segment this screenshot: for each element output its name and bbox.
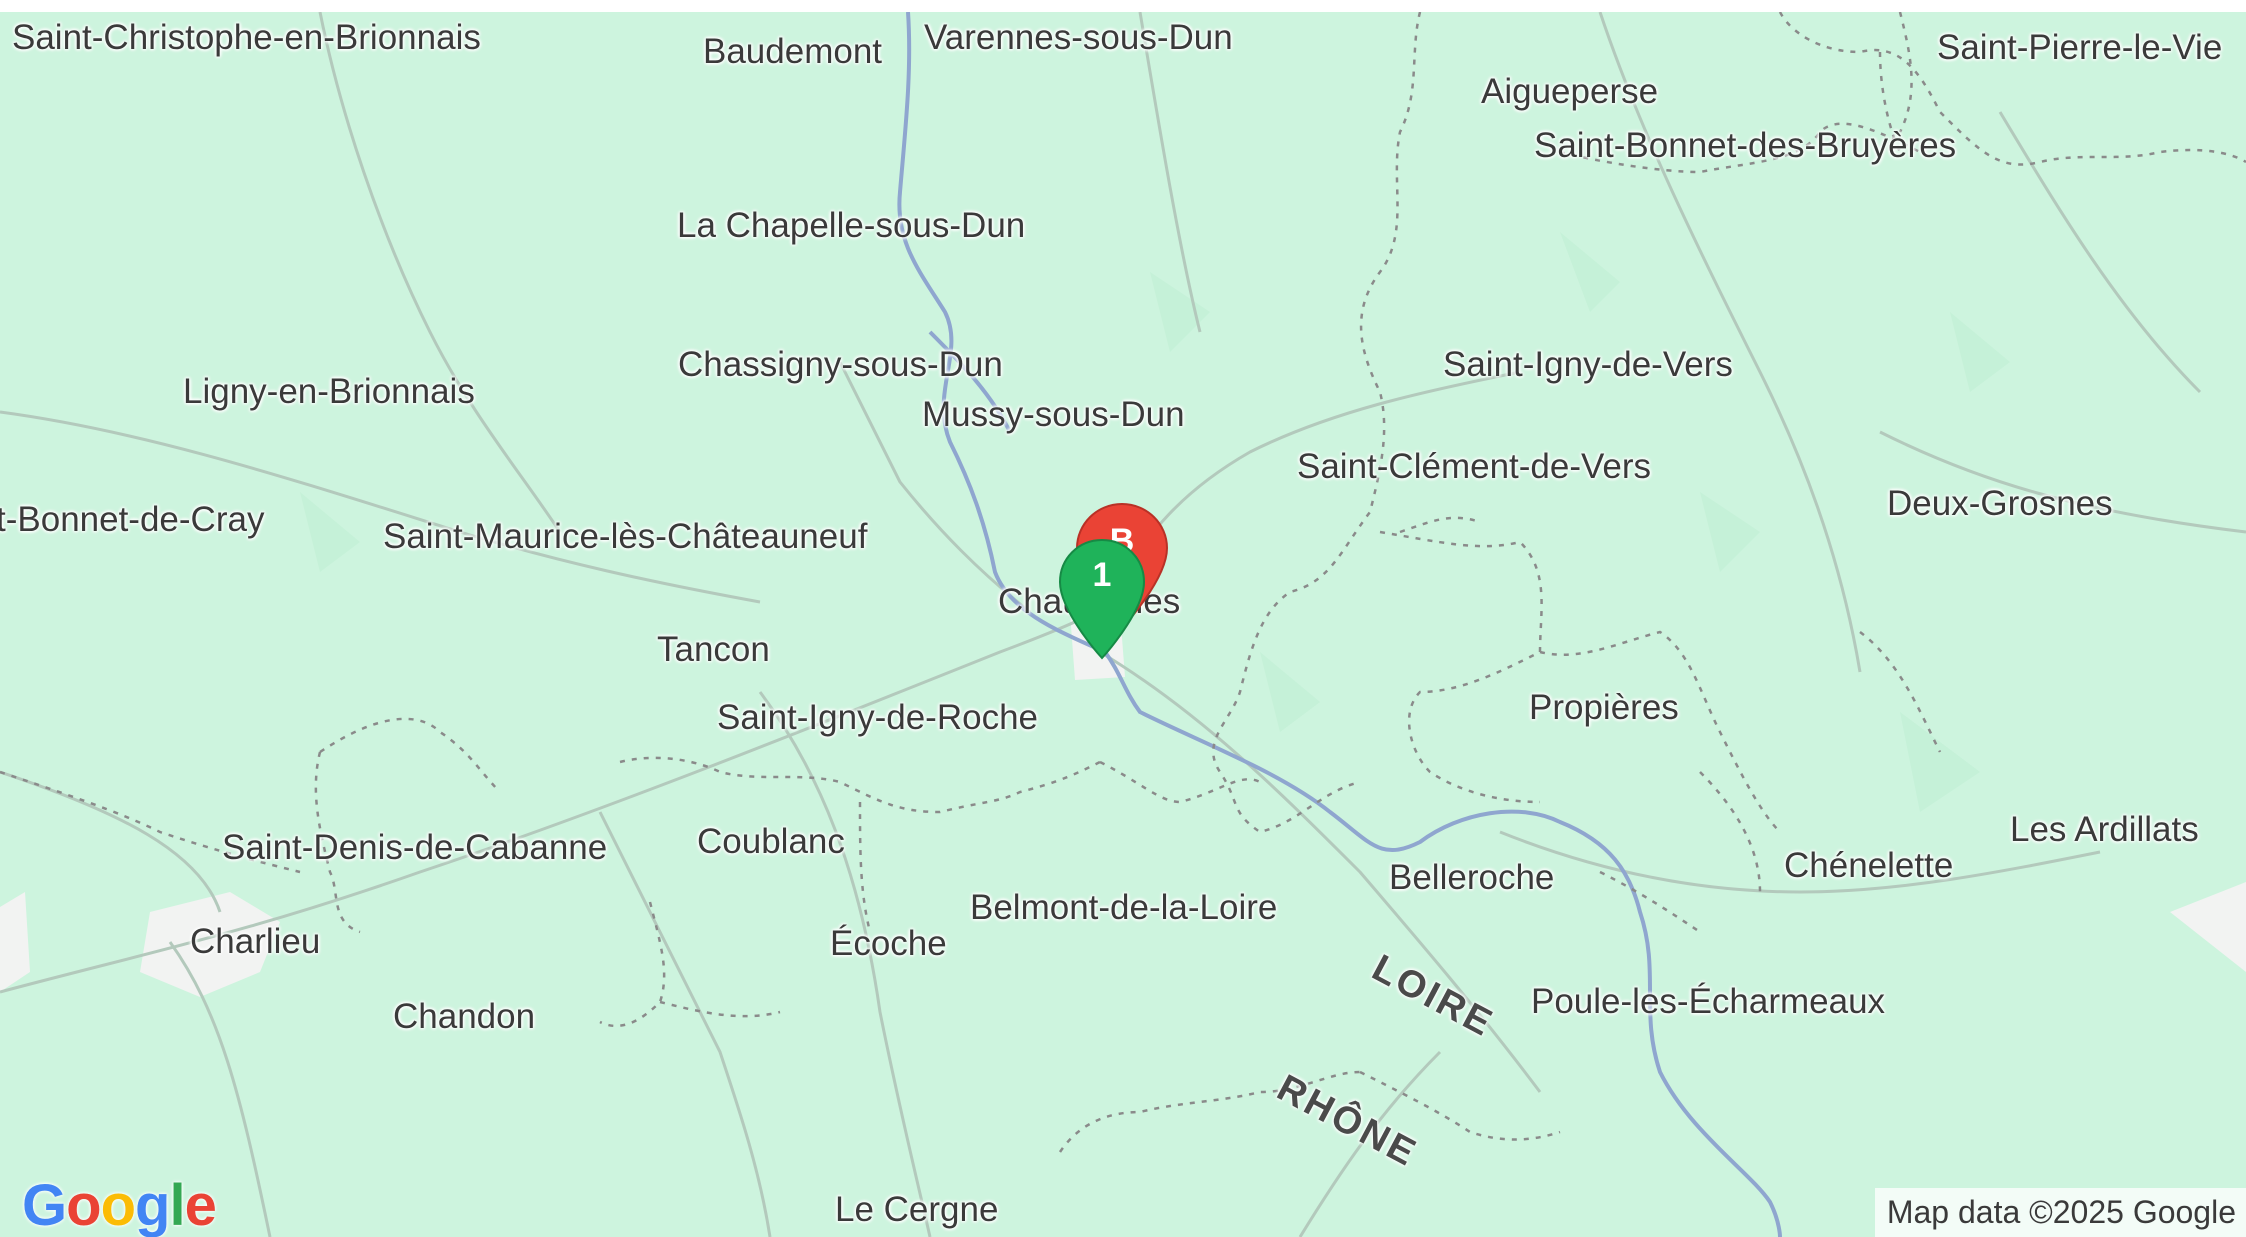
place-label[interactable]: Ligny-en-Brionnais: [183, 372, 475, 411]
rivers: [897, 12, 1782, 1237]
roads: [0, 12, 2246, 1237]
logo-letter: o: [66, 1173, 101, 1237]
map-attribution[interactable]: Map data ©2025 Google: [1874, 1188, 2246, 1237]
map-base-layer: [0, 12, 2246, 1237]
place-label[interactable]: Mussy-sous-Dun: [922, 395, 1185, 434]
place-label[interactable]: Charlieu: [190, 922, 321, 961]
google-logo: Google: [22, 1172, 217, 1237]
place-label[interactable]: Le Cergne: [835, 1190, 999, 1229]
place-label[interactable]: Baudemont: [703, 32, 883, 71]
place-label[interactable]: Tancon: [657, 630, 770, 669]
marker-label: 1: [1092, 556, 1112, 594]
place-label[interactable]: Saint-Clément-de-Vers: [1297, 447, 1652, 486]
marker-1[interactable]: 1: [1056, 538, 1148, 662]
place-label[interactable]: Saint-Bonnet-des-Bruyères: [1534, 126, 1957, 165]
place-label[interactable]: Saint-Christophe-en-Brionnais: [12, 18, 481, 57]
place-label[interactable]: Poule-les-Écharmeaux: [1531, 982, 1886, 1021]
urban-areas: [0, 612, 2246, 997]
place-label[interactable]: Chassigny-sous-Dun: [678, 345, 1003, 384]
logo-letter: g: [135, 1173, 170, 1237]
place-label[interactable]: Belleroche: [1389, 858, 1555, 897]
place-label[interactable]: Deux-Grosnes: [1887, 484, 2113, 523]
place-label[interactable]: Propières: [1529, 688, 1679, 727]
logo-letter: e: [184, 1173, 217, 1237]
place-label[interactable]: Varennes-sous-Dun: [924, 18, 1233, 57]
place-label[interactable]: Saint-Pierre-le-Vie: [1937, 28, 2223, 67]
place-label[interactable]: Saint-Maurice-lès-Châteauneuf: [383, 517, 868, 556]
place-label[interactable]: Coublanc: [697, 822, 845, 861]
place-label[interactable]: Belmont-de-la-Loire: [970, 888, 1278, 927]
place-label[interactable]: Chandon: [393, 997, 536, 1036]
place-label[interactable]: Saint-Igny-de-Vers: [1443, 345, 1733, 384]
place-label[interactable]: Écoche: [830, 924, 947, 963]
place-label[interactable]: Chénelette: [1784, 846, 1954, 885]
logo-letter: o: [100, 1173, 136, 1237]
logo-letter: l: [169, 1173, 185, 1237]
map-pin-icon: [1058, 538, 1146, 660]
place-label[interactable]: Saint-Denis-de-Cabanne: [222, 828, 608, 867]
map-view[interactable]: Saint-Christophe-en-Brionnais Baudemont …: [0, 12, 2246, 1237]
terrain-relief: [300, 232, 2010, 812]
place-label[interactable]: La Chapelle-sous-Dun: [677, 206, 1026, 245]
place-label[interactable]: Aigueperse: [1481, 72, 1659, 111]
admin-boundaries: [0, 12, 2246, 1153]
place-label[interactable]: Les Ardillats: [2010, 810, 2199, 849]
logo-letter: G: [22, 1173, 67, 1237]
place-label[interactable]: Saint-Igny-de-Roche: [717, 698, 1038, 737]
place-label[interactable]: t-Bonnet-de-Cray: [0, 500, 265, 539]
